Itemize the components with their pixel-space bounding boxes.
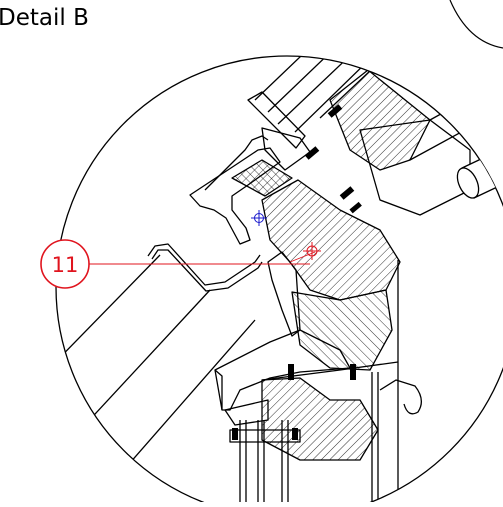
gasket-clips [232, 104, 362, 440]
sealing-gasket [231, 159, 293, 197]
detail-title: Detail B [0, 5, 89, 31]
callout-number: 11 [52, 253, 79, 277]
flashing-profile [147, 243, 261, 286]
sash-cover-profile [189, 147, 281, 245]
adjacent-detail-arc [449, 0, 503, 49]
handle-hook [379, 379, 422, 415]
frame-cover-profile [267, 251, 301, 337]
sill-timber [261, 377, 379, 461]
frame-timber-upper [329, 69, 431, 171]
callout-bubble [40, 239, 90, 289]
callout-target-marker [303, 242, 321, 260]
reference-marker [251, 210, 267, 226]
frame-timber-lower [291, 289, 393, 371]
